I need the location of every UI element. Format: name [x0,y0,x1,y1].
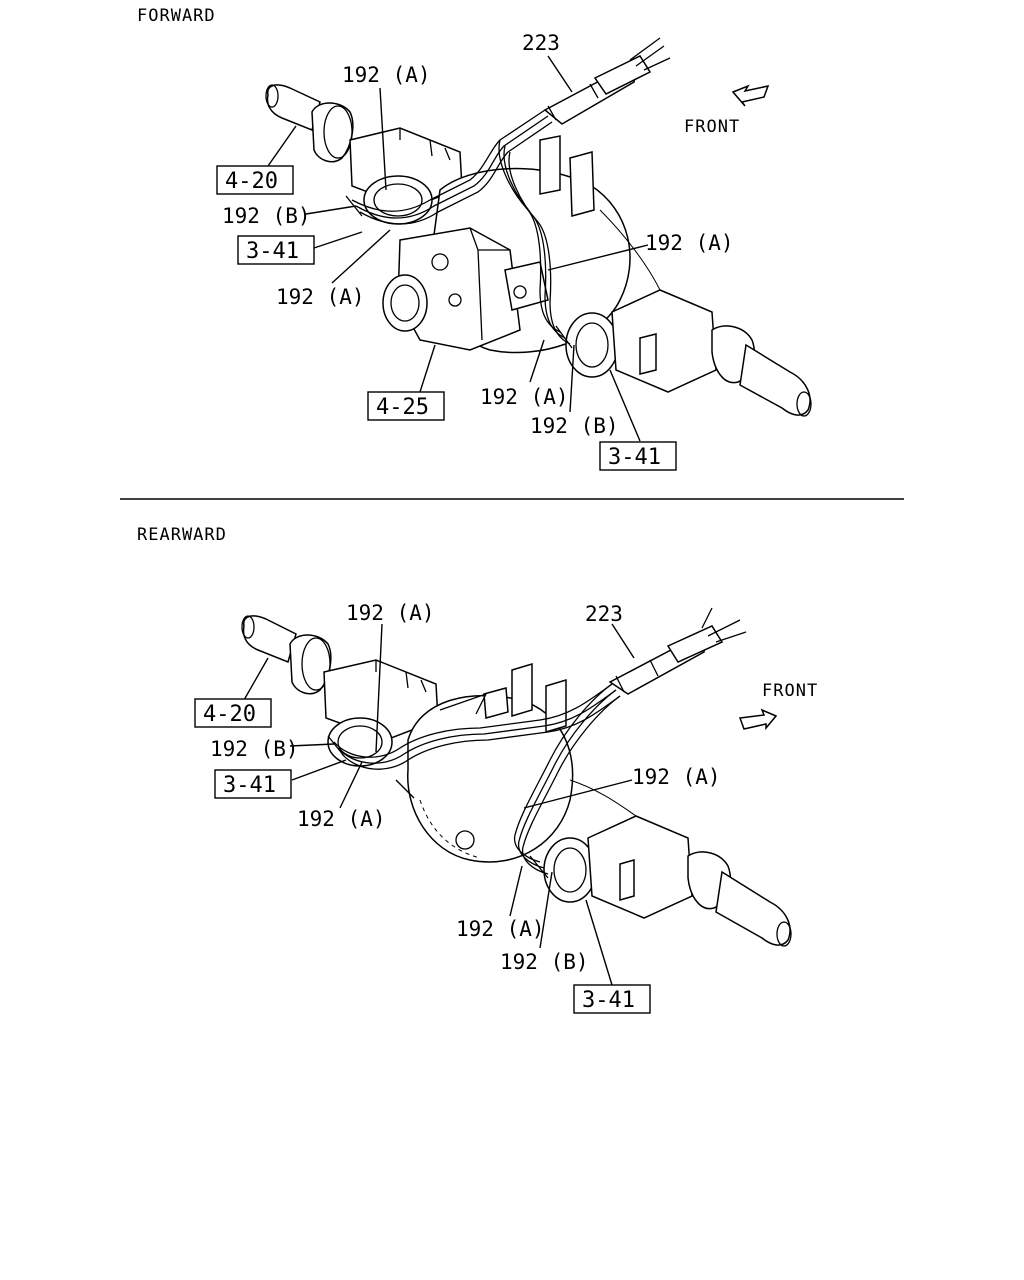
rearward-label-192b-left: 192 (B) [210,737,299,761]
rearward-ref-4-20: 4-20 [194,698,272,728]
forward-label-192a-right: 192 (A) [645,231,734,255]
forward-ref-4-25: 4-25 [367,391,445,421]
rearward-label-192a-bottom: 192 (A) [456,917,545,941]
forward-axle-drawing [265,37,812,417]
rearward-label-192a-right: 192 (A) [632,765,721,789]
rearward-leader-lines [243,623,635,986]
forward-front-arrow-icon [731,84,770,107]
svg-text:4-25: 4-25 [376,395,429,420]
forward-label-223: 223 [522,31,560,55]
rearward-ref-3-41-left: 3-41 [214,769,292,799]
forward-label-192b-left: 192 (B) [222,204,311,228]
rearward-label-223: 223 [585,602,623,626]
forward-section: FORWARD [137,6,812,471]
rearward-ref-3-41-right: 3-41 [573,984,651,1014]
rearward-section: REARWARD [137,525,818,1014]
rearward-front-label: FRONT [762,681,818,701]
svg-text:3-41: 3-41 [582,988,635,1013]
rearward-label-192a-left: 192 (A) [297,807,386,831]
svg-text:4-20: 4-20 [225,169,278,194]
forward-label-192a-left: 192 (A) [276,285,365,309]
forward-ref-3-41-left: 3-41 [237,235,315,265]
rearward-section-title: REARWARD [137,525,227,545]
forward-front-label: FRONT [684,117,740,137]
forward-label-192a-top: 192 (A) [342,63,431,87]
svg-text:3-41: 3-41 [223,773,276,798]
forward-label-192b-bottom: 192 (B) [530,414,619,438]
rearward-axle-drawing [241,607,792,947]
forward-ref-3-41-right: 3-41 [599,441,677,471]
rearward-label-192a-top: 192 (A) [346,601,435,625]
svg-text:4-20: 4-20 [203,702,256,727]
forward-leader-lines [267,55,649,442]
rearward-front-arrow-icon [738,708,778,731]
forward-label-192a-bottom: 192 (A) [480,385,569,409]
svg-text:3-41: 3-41 [608,445,661,470]
forward-section-title: FORWARD [137,6,216,26]
svg-text:3-41: 3-41 [246,239,299,264]
forward-ref-4-20: 4-20 [216,165,294,195]
rearward-label-192b-bottom: 192 (B) [500,950,589,974]
